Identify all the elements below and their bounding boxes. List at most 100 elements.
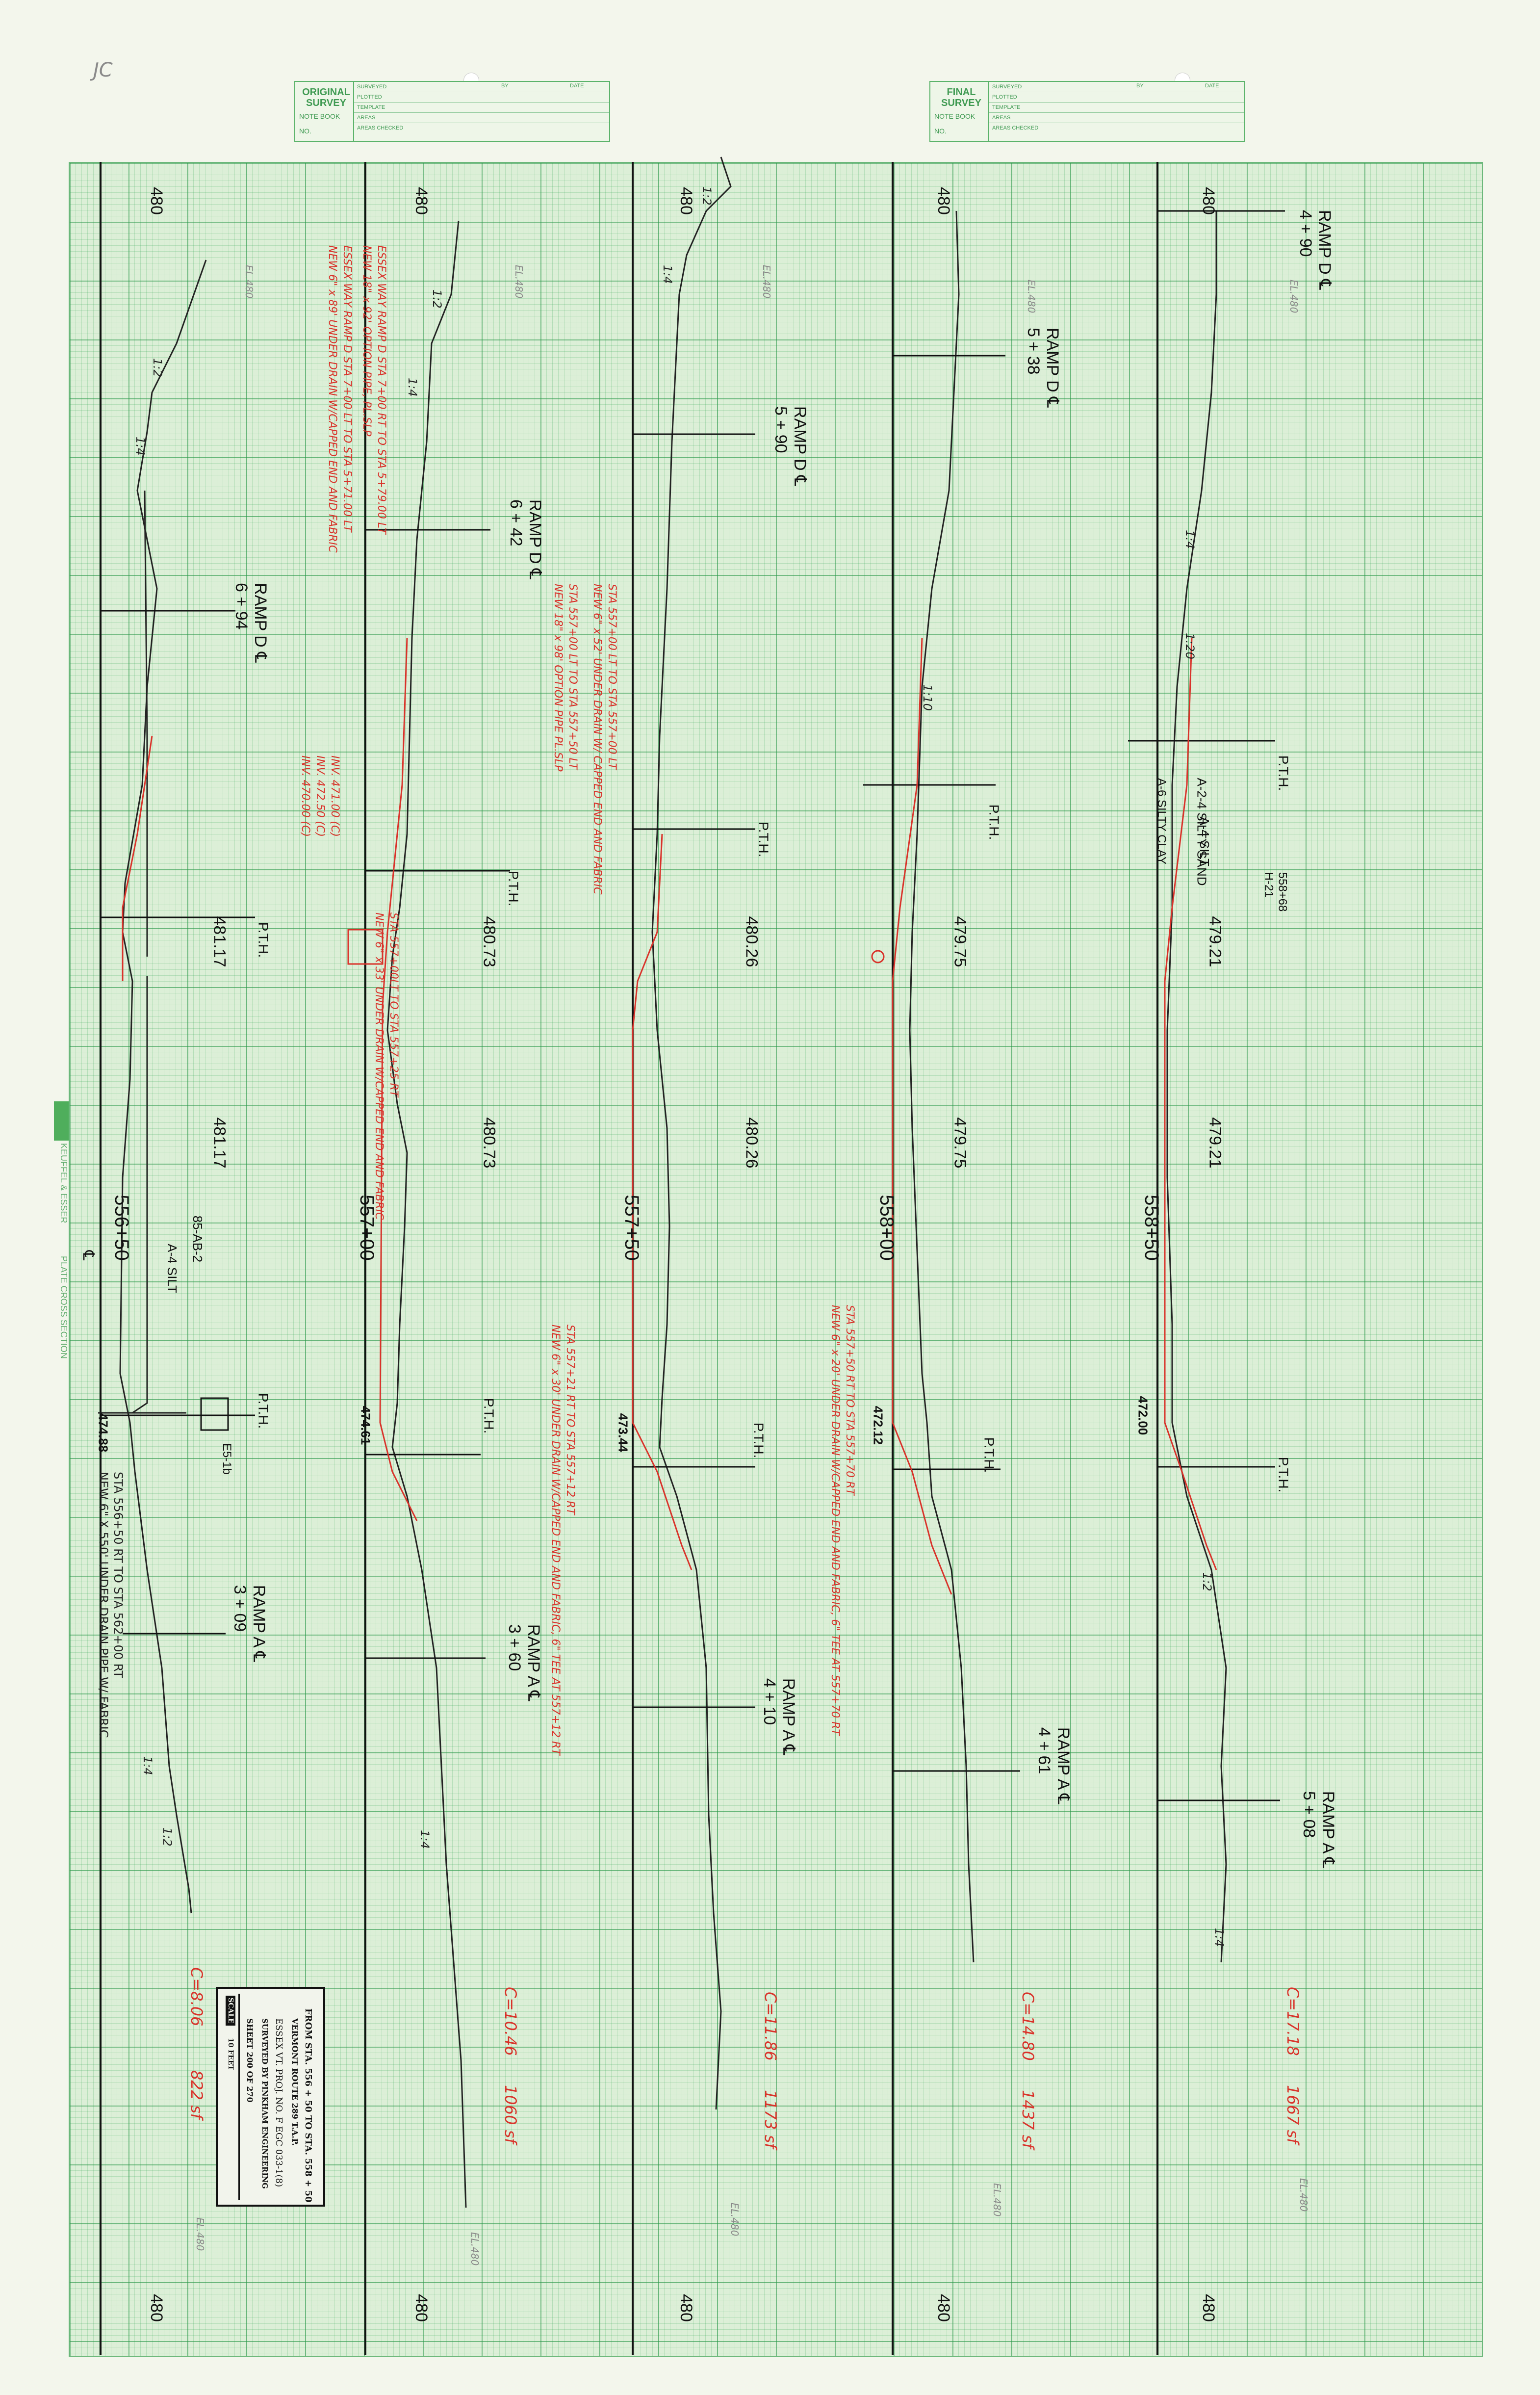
survey-row: PLOTTED (989, 92, 1244, 103)
datum-bottom-4: 480 (934, 2294, 953, 2322)
title-line-3: ESSEX VT. PROJ. NO. F EGC 033-1(8) (274, 2018, 284, 2187)
slope-label: 1:10 (921, 684, 934, 711)
el-label: EL.480 (761, 265, 772, 299)
el-label: EL.480 (991, 2183, 1003, 2217)
note-1: ESSEX WAY RAMP D STA 7+00 RT TO STA 5+79… (375, 245, 387, 535)
original-date-label: DATE (570, 83, 584, 89)
datum-bottom-5: 480 (1199, 2294, 1218, 2322)
slope-label: 1:4 (406, 378, 419, 397)
grade-elev-558-50: 479.21 (1206, 916, 1225, 967)
station-556-50-cl: ℄ (79, 1250, 98, 1261)
pth-label: P.T.H. (1276, 755, 1291, 791)
datum-top-2: 480 (411, 187, 431, 215)
note-11: STA 557+21 RT TO STA 557+12 RT (564, 1325, 576, 1515)
original-no-label: NO. (299, 127, 311, 135)
grade-elev2-557-50: 480.26 (742, 1117, 761, 1169)
el-label: EL.480 (1298, 2178, 1309, 2212)
survey-row: SURVEYED (989, 82, 1244, 92)
el-label: EL.480 (194, 2217, 206, 2251)
slope-label: 1:4 (418, 1830, 432, 1849)
title-block: FROM STA. 556 + 50 TO STA. 558 + 50 VERM… (216, 1987, 325, 2207)
pth-label: P.T.H. (1276, 1457, 1291, 1493)
scale-value: 10 FEET (227, 2038, 234, 2071)
note-2: NEW 18" x 92' OPTION PIPE, PL.SLP (360, 245, 373, 437)
ditch-elev-558-00: 472.12 (871, 1406, 886, 1445)
final-date-label: DATE (1205, 83, 1219, 89)
note-13: STA 557+50 RT TO STA 557+70 RT (844, 1305, 856, 1495)
corner-mark: JC (93, 59, 113, 81)
ramp-bottom-556-50: RAMP A ℄ 3 + 09 (231, 1585, 269, 1663)
slope-label: 1:4 (141, 1756, 154, 1775)
cut-label: C=8.06 (187, 1967, 206, 2027)
station-558-50: 558+50 (1140, 1195, 1162, 1261)
grade-elev-557-00: 480.73 (480, 916, 499, 967)
title-line-1: FROM STA. 556 + 50 TO STA. 558 + 50 (303, 2008, 313, 2203)
soil-label: A-2-4 SILTY SAND (1194, 778, 1209, 886)
slope-label: 1:2 (430, 289, 444, 309)
ground-line-557-50 (651, 156, 732, 2110)
note-4: NEW 6" x 89' UNDER DRAIN W/CAPPED END AN… (326, 245, 338, 553)
proposed-line-558-00 (892, 637, 952, 1595)
final-survey-box: FINAL SURVEY NOTE BOOK NO. SURVEYED PLOT… (929, 81, 1245, 142)
cut-label: C=10.46 (501, 1987, 520, 2056)
original-survey-box: ORIGINAL SURVEY NOTE BOOK NO. SURVEYED P… (294, 81, 610, 142)
cut-label: C=14.80 (1019, 1992, 1037, 2061)
pth-label: P.T.H. (256, 1393, 271, 1429)
pth-label: P.T.H. (751, 1422, 767, 1458)
slope-label: 1:2 (160, 1827, 174, 1847)
final-survey-rows: SURVEYED PLOTTED TEMPLATE AREAS AREAS CH… (988, 82, 1244, 141)
final-notebook-label: NOTE BOOK (934, 112, 975, 120)
ramp-top-557-00: RAMP D ℄ 6 + 42 (506, 499, 544, 579)
grade-elev2-556-50: 481.17 (210, 1117, 229, 1169)
grade-elev-556-50: 481.17 (210, 916, 229, 967)
survey-row: TEMPLATE (354, 103, 609, 113)
final-by-label: BY (1136, 83, 1144, 89)
proposed-line-558-50 (1164, 637, 1217, 1570)
area-label: 1667 sf (1283, 2085, 1302, 2144)
ramp-top-557-50: RAMP D ℄ 5 + 90 (771, 406, 809, 486)
pth-label: P.T.H. (756, 821, 771, 858)
el-label: EL.480 (469, 2232, 481, 2266)
title-line-5: SHEET 200 OF 270 (245, 2018, 255, 2103)
grade-elev2-558-50: 479.21 (1206, 1117, 1225, 1169)
ditch-elev-558-50: 472.00 (1135, 1396, 1151, 1435)
el-label: EL.480 (243, 265, 255, 299)
proposed-line-556-50 (122, 735, 153, 981)
datum-bottom-2: 480 (411, 2294, 431, 2322)
cut-label: C=11.86 (761, 1992, 780, 2061)
ground-line-558-00 (909, 210, 975, 1963)
scale-label: SCALE (226, 1996, 235, 2026)
original-by-label: BY (501, 83, 509, 89)
slope-label: 1:4 (1212, 1928, 1226, 1947)
survey-row: AREAS CHECKED (992, 125, 1039, 131)
grade-elev2-558-00: 479.75 (950, 1117, 970, 1169)
ground-line-556-50 (119, 260, 207, 1914)
maker-logo (54, 1101, 69, 1141)
grade-elev2-557-00: 480.73 (480, 1117, 499, 1169)
datum-top-1: 480 (147, 187, 166, 215)
area-label: 1060 sf (501, 2085, 520, 2144)
slope-label: 1:2 (1200, 1572, 1214, 1591)
boring-hole-label: 558+68 H-21 (1262, 872, 1289, 912)
slope-label: 1:20 (1183, 633, 1197, 659)
area-label: 822 sf (187, 2070, 206, 2119)
pth-label: P.T.H. (986, 804, 1002, 840)
pth-label: P.T.H. (981, 1437, 997, 1473)
original-survey-rows: SURVEYED PLOTTED TEMPLATE AREAS AREAS CH… (353, 82, 609, 141)
pth-label: P.T.H. (481, 1398, 497, 1434)
ramp-bottom-558-50: RAMP A ℄ 5 + 08 (1300, 1791, 1338, 1869)
ground-line-557-00 (386, 220, 467, 2208)
survey-row: AREAS (354, 113, 609, 123)
el-label: EL.480 (513, 265, 525, 299)
area-label: 1437 sf (1019, 2090, 1037, 2149)
ditch-elev-557-00: 474.61 (358, 1406, 373, 1445)
boring-box-label: E5-1b (220, 1443, 234, 1475)
pth-label: P.T.H. (256, 922, 271, 958)
ground-line-558-50 (1166, 211, 1227, 1963)
note-8: NEW 18" x 98' OPTION PIPE PL.SLP (552, 584, 564, 772)
title-block-content: FROM STA. 556 + 50 TO STA. 558 + 50 VERM… (218, 1989, 323, 2205)
station-556-50: 556+50 (110, 1195, 132, 1261)
el-label: EL.480 (1026, 280, 1037, 313)
datum-top-3: 480 (676, 187, 695, 215)
